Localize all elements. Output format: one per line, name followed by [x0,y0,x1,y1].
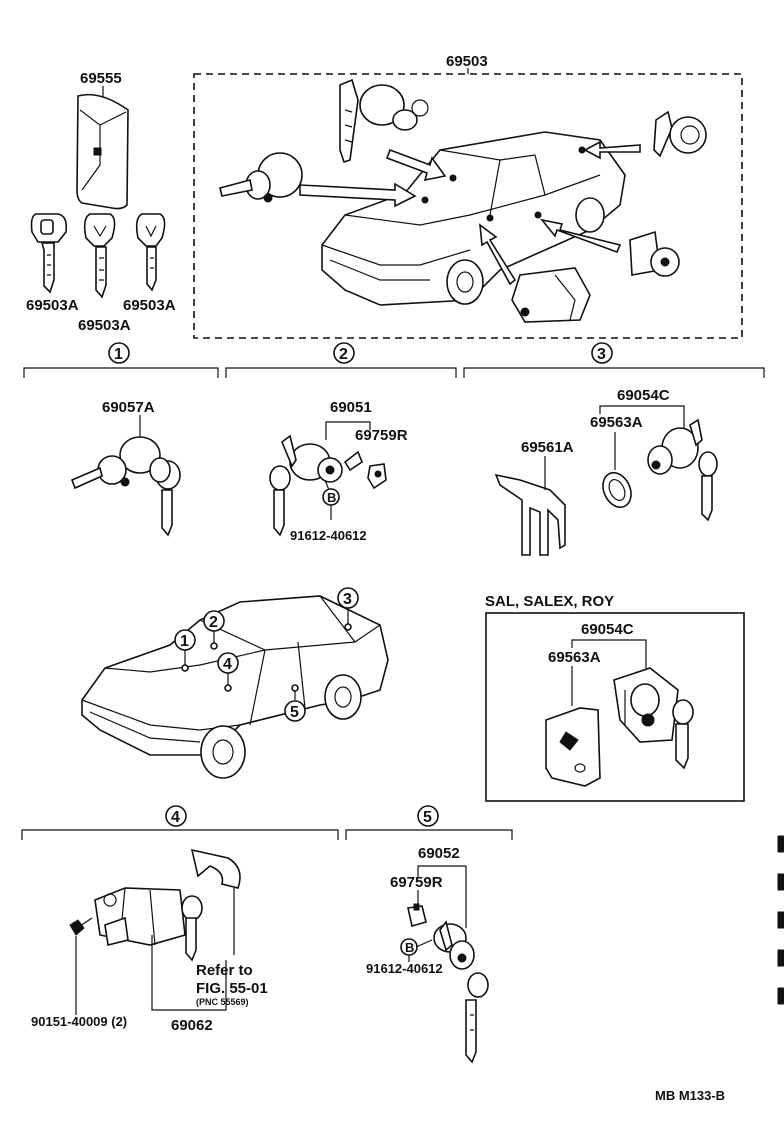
svg-text:B: B [327,490,336,505]
arrow-icon [385,148,447,182]
svg-text:4: 4 [171,809,180,826]
part-label-91612-bottom: 91612-40612 [366,961,443,976]
right-edge-marks [777,835,784,1005]
part-label-90151: 90151-40009 (2) [31,1014,127,1029]
key-case-group: 69555 [76,70,129,210]
arrow-icon [299,182,417,208]
bolt-icon: B [400,938,433,956]
lock-cylinder-icon [629,230,680,277]
section-marker-4: 4 [165,805,187,827]
svg-text:3: 3 [597,346,606,363]
car-location-diagram: 1 2 3 4 5 [81,587,389,779]
lock-cylinder-icon [94,887,186,946]
arrow-icon [583,140,641,160]
svg-text:2: 2 [209,614,218,631]
part-label-91612-top: 91612-40612 [290,528,367,543]
retainer-icon [407,903,427,928]
lock-cylinder-icon [613,667,679,743]
key-icon [672,699,694,770]
part-label-69561a: 69561A [521,439,574,456]
part-label-69759r-bottom: 69759R [390,874,443,891]
lock-cylinder-icon [339,78,429,164]
key-icon [465,972,489,1064]
part-label-69503a-mid: 69503A [78,317,131,334]
section-marker-1: 1 [108,342,130,364]
part-label-69555: 69555 [80,70,122,87]
lock-cylinder-icon [653,110,707,158]
lock-cylinder-icon [281,434,363,483]
lock-cylinder-icon [70,436,161,490]
refer-line-1: Refer to [196,962,253,979]
key-icon [30,213,68,294]
car-outline-icon [81,595,389,779]
bracket-icon [494,473,566,556]
section-4-parts: Refer to FIG. 55-01 (PNC 55569) 90151-40… [31,848,268,1034]
part-label-69062: 69062 [171,1017,213,1034]
section-marker-5: 5 [417,805,439,827]
variant-box: SAL, SALEX, ROY 69054C 69563A [485,593,745,802]
part-label-69563a-box: 69563A [548,649,601,666]
part-label-69054c-box: 69054C [581,621,634,638]
part-label-69759r-top: 69759R [355,427,408,444]
part-label-69052: 69052 [418,845,460,862]
section-marker-2: 2 [333,342,355,364]
key-icon [149,457,181,537]
lock-cylinder-icon [511,267,591,323]
gasket-icon [602,471,632,509]
section-5-parts: 69052 69759R B 91612-40612 [366,845,489,1064]
lock-cylinder-icon [219,152,303,203]
location-marker-4: 4 [217,652,239,692]
svg-text:2: 2 [339,346,348,363]
refer-line-2: FIG. 55-01 [196,980,268,997]
svg-text:5: 5 [290,704,299,721]
part-label-69503a-left: 69503A [26,297,79,314]
part-label-69057a: 69057A [102,399,155,416]
section-header-row-2: 4 5 [21,805,513,840]
key-icon [135,213,166,292]
section-1-parts: 69057A [70,399,181,537]
lock-cylinder-icon [433,920,475,970]
lock-cylinder-icon [647,418,703,475]
key-case-icon [76,93,129,210]
part-label-69051: 69051 [330,399,372,416]
location-marker-5: 5 [284,684,306,722]
section-2-parts: 69051 69759R B 91612-40612 [269,399,408,543]
section-header-row-1: 1 2 3 [23,342,765,378]
part-label-69503a-right: 69503A [123,297,176,314]
key-icon [698,451,718,522]
key-icon [83,213,116,299]
variant-title: SAL, SALEX, ROY [485,593,614,610]
lock-set-box: 69503 [193,53,743,339]
location-marker-3: 3 [337,587,359,631]
section-3-parts: 69054C 69563A 69561A [494,387,718,556]
part-label-69054c-top: 69054C [617,387,670,404]
refer-line-3: (PNC 55569) [196,997,249,1007]
part-label-69503: 69503 [446,53,488,70]
bolt-icon: B [322,479,340,506]
location-marker-2: 2 [203,610,225,650]
section-marker-3: 3 [591,342,613,364]
svg-text:5: 5 [423,809,432,826]
arrow-icon [479,223,517,286]
part-label-69563a-top: 69563A [590,414,643,431]
svg-text:1: 1 [180,633,189,650]
arrow-icon [539,218,622,254]
bolt-icon [69,917,93,936]
retainer-icon [190,848,241,889]
key-icon [269,465,291,537]
svg-text:3: 3 [343,591,352,608]
master-keys-group: 69503A 69503A 69503A [26,213,176,334]
key-icon [181,895,203,962]
retainer-icon [367,463,387,490]
figure-code: MB M133-B [655,1088,725,1103]
svg-text:4: 4 [223,656,232,673]
svg-text:1: 1 [114,346,123,363]
gasket-icon [545,707,601,787]
svg-text:B: B [405,940,414,955]
location-marker-1: 1 [174,629,196,672]
